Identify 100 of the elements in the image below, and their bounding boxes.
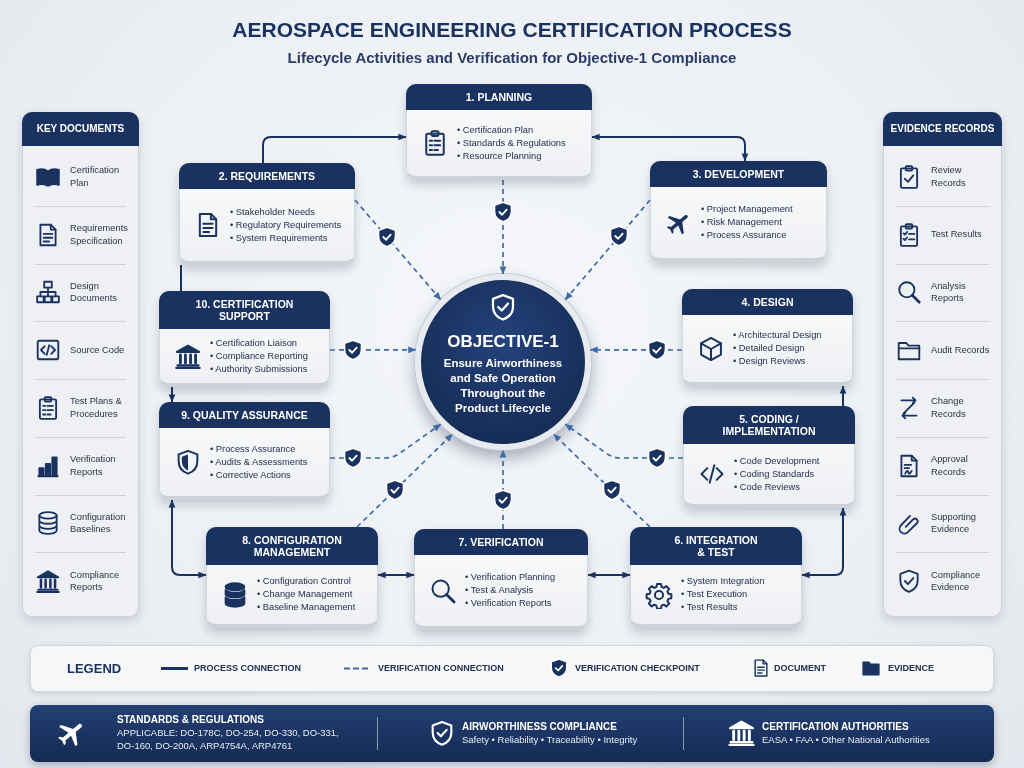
bullet-item: • Verification Planning <box>465 571 556 584</box>
bullet-item: • Audits & Assessments <box>210 455 308 469</box>
process-card <box>159 291 330 387</box>
bullet-item: • Corrective Actions <box>210 468 291 482</box>
banner-heading: AIRWORTHINESS COMPLIANCE <box>462 720 617 733</box>
connector-arrow <box>168 386 176 403</box>
process-card <box>179 163 355 265</box>
list-item-label: Change Records <box>931 395 967 421</box>
connector-arrow <box>377 571 415 579</box>
legend-label: VERIFICATION CONNECTION <box>378 663 504 674</box>
list-item-label: Certification Plan <box>70 164 121 190</box>
dashed-arrow <box>552 433 651 528</box>
process-card <box>630 527 802 628</box>
objective-circle <box>415 274 591 450</box>
legend-label: PROCESS CONNECTION <box>194 663 301 674</box>
list-item-label: Configuration Baselines <box>70 510 127 536</box>
list-item-label: Compliance Evidence <box>931 568 982 594</box>
connector-line <box>180 264 182 292</box>
bullet-item: • Test Results <box>681 601 738 614</box>
process-card <box>159 402 330 500</box>
side-panel <box>22 112 139 617</box>
card-header: 7. VERIFICATION <box>414 529 588 555</box>
banner-heading: CERTIFICATION AUTHORITIES <box>762 720 909 733</box>
dashed-arrow <box>499 179 507 275</box>
card-header: 5. CODING / IMPLEMENTATION <box>683 406 855 444</box>
legend-title: LEGEND <box>67 661 122 677</box>
bullet-item: • Risk Management <box>701 216 782 229</box>
dashed-arrow <box>564 423 684 459</box>
card-header: 8. CONFIGURATION MANAGEMENT <box>206 527 378 565</box>
dashed-arrow <box>329 346 417 354</box>
bullet-item: • Change Management <box>257 588 353 601</box>
banner-heading: STANDARDS & REGULATIONS <box>117 713 264 726</box>
bullet-item: • Certification Liaison <box>210 336 297 350</box>
list-item-label: Design Documents <box>70 279 119 305</box>
banner-text: APPLICABLE: DO-178C, DO-254, DO-330, DO-331, DO-160, DO-200A, ARP4754A, ARP4761 <box>117 727 340 752</box>
bullet-item: • Certification Plan <box>457 123 534 137</box>
footer-banner <box>30 705 994 762</box>
bullet-item: • Project Management <box>701 203 793 216</box>
legend-label: VERIFICATION CHECKPOINT <box>575 663 700 674</box>
connector-arrow <box>591 133 749 162</box>
bullet-item: • Process Assurance <box>701 229 787 242</box>
list-item-label: Review Records <box>931 164 967 190</box>
panel-header: KEY DOCUMENTS <box>22 112 139 146</box>
connector-arrow <box>839 385 847 407</box>
legend-label: EVIDENCE <box>888 663 934 674</box>
diagram-title: AEROSPACE ENGINEERING CERTIFICATION PROCESS <box>232 17 792 43</box>
process-card <box>206 527 378 628</box>
bullet-item: • Detailed Design <box>733 342 805 355</box>
dashed-arrow <box>356 433 454 528</box>
card-header: 10. CERTIFICATION SUPPORT <box>159 291 330 329</box>
card-header: 3. DEVELOPMENT <box>650 161 827 187</box>
list-item-label: Compliance Reports <box>70 568 121 594</box>
connector-arrow <box>168 499 207 579</box>
process-card <box>650 161 827 262</box>
list-item-label: Verification Reports <box>70 453 117 479</box>
card-header: 2. REQUIREMENTS <box>179 163 355 189</box>
card-header: 9. QUALITY ASSURANCE <box>159 402 330 428</box>
connector-arrow <box>801 507 847 579</box>
card-header: 1. PLANNING <box>406 84 592 110</box>
card-header: 6. INTEGRATION & TEST <box>630 527 802 565</box>
list-item-label: Supporting Evidence <box>931 510 977 536</box>
list-item-label: Audit Records <box>931 343 990 357</box>
process-card <box>414 529 588 630</box>
bullet-item: • Verification Reports <box>465 597 552 610</box>
bullet-item: • Configuration Control <box>257 575 351 588</box>
bullet-item: • System Requirements <box>230 231 328 245</box>
banner-text: EASA • FAA • Other National Authorities <box>762 734 930 747</box>
list-item-label: Test Results <box>931 228 982 241</box>
bullet-item: • Architectural Design <box>733 329 822 342</box>
list-item-label: Requirements Specification <box>70 222 129 248</box>
process-card <box>406 84 592 180</box>
bullet-item: • System Integration <box>681 575 765 588</box>
legend-label: DOCUMENT <box>774 663 826 674</box>
dashed-arrow <box>354 199 442 301</box>
bullet-item: • Standards & Regulations <box>457 136 566 150</box>
dashed-arrow <box>329 423 442 459</box>
bullet-item: • Code Reviews <box>734 480 800 494</box>
connector-arrow <box>262 133 407 164</box>
bullet-item: • Compliance Reporting <box>210 349 308 363</box>
diagram-subtitle: Lifecycle Activities and Verification for Objective-1 Compliance <box>287 49 737 67</box>
bullet-item: • Test Execution <box>681 588 748 601</box>
bullet-item: • Design Reviews <box>733 355 806 368</box>
connector-arrow <box>587 571 631 579</box>
bullet-item: • Resource Planning <box>457 149 542 163</box>
bullet-item: • Authority Submissions <box>210 362 308 376</box>
dashed-arrow <box>564 199 651 301</box>
side-panel <box>883 112 1002 617</box>
list-item-label: Source Code <box>70 343 125 357</box>
bullet-item: • Stakeholder Needs <box>230 205 315 219</box>
objective-description: Ensure Airworthiness and Safe Operation Throughout the Product Lifecycle <box>442 356 564 416</box>
banner-text: Safety • Reliability • Traceability • Integrity <box>462 734 638 747</box>
bullet-item: • Baseline Management <box>257 601 356 614</box>
bullet-item: • Coding Standards <box>734 467 815 481</box>
objective-title: OBJECTIVE-1 <box>447 332 559 352</box>
card-header: 4. DESIGN <box>682 289 853 315</box>
bullet-item: • Regulatory Requirements <box>230 218 342 232</box>
panel-header: EVIDENCE RECORDS <box>883 112 1002 146</box>
process-card <box>682 289 853 386</box>
list-item-label: Test Plans & Procedures <box>70 395 123 421</box>
process-card <box>683 406 855 508</box>
